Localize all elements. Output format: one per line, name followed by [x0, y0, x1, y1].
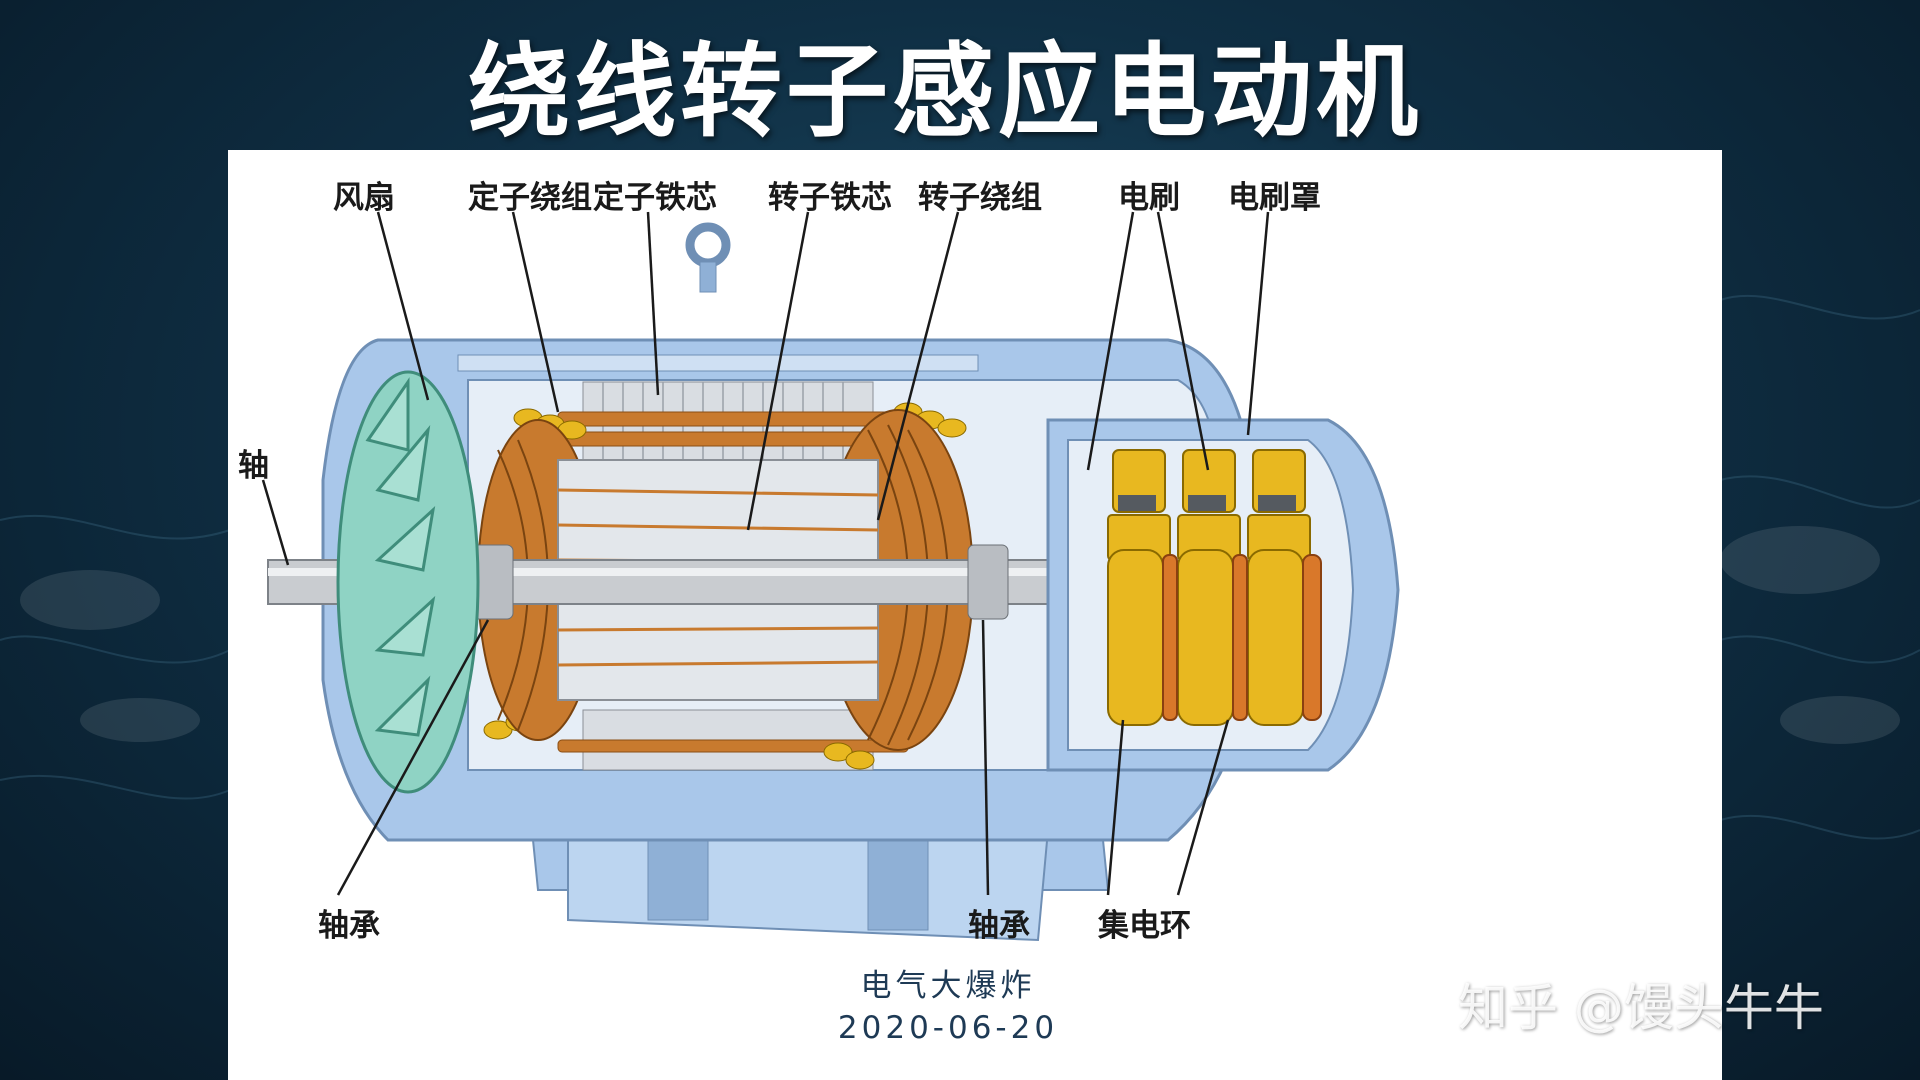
diagram-panel: 风扇 定子绕组 定子铁芯 转子铁芯 转子绕组 电刷 电刷罩 轴 轴承 轴承 集电… [228, 150, 1722, 1080]
leader-lines [261, 211, 1270, 896]
label-bearing-right: 轴承 [968, 908, 1030, 944]
label-slip-rings: 集电环 [1098, 908, 1191, 944]
caption-date: 2020-06-20 [837, 1010, 1059, 1046]
label-rotor-core: 转子铁芯 [768, 180, 892, 216]
label-fan: 风扇 [333, 180, 395, 216]
label-stator-core: 定子铁芯 [593, 180, 717, 216]
motor-illustration [261, 211, 1400, 942]
fan [336, 370, 480, 794]
caption-author: 电气大爆炸 [860, 968, 1036, 1004]
watermark: 知乎 @馒头牛牛 [1458, 979, 1824, 1037]
label-shaft: 轴 [238, 448, 269, 484]
label-bearing-left: 轴承 [318, 908, 380, 944]
label-stator-winding: 定子绕组 [468, 180, 592, 216]
slip-rings [1107, 549, 1322, 726]
brushes [1107, 449, 1311, 561]
label-brush: 电刷 [1118, 180, 1180, 216]
label-rotor-winding: 转子绕组 [918, 180, 1042, 216]
lifting-eye [685, 222, 731, 293]
label-brush-cover: 电刷罩 [1228, 180, 1321, 216]
page-title: 绕线转子感应电动机 [468, 33, 1422, 152]
bearings [472, 544, 1009, 620]
